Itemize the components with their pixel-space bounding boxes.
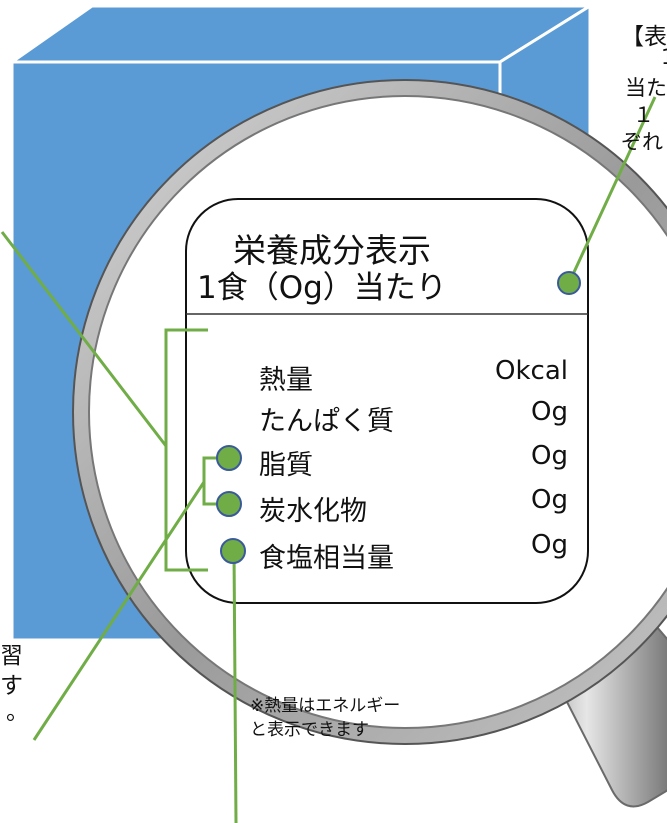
panel-title: 栄養成分表示 bbox=[233, 231, 431, 270]
nutrient-name-lipid: 脂質 bbox=[259, 450, 313, 481]
energy-footnote-line2: と表示できます bbox=[250, 720, 369, 740]
dot-salt bbox=[220, 538, 246, 564]
cropped-label-left-3: 。 bbox=[6, 699, 29, 725]
nutrient-amount-salt: Og bbox=[531, 530, 568, 560]
cropped-label-top-right-2: 1 bbox=[661, 45, 667, 69]
nutrient-amount-energy: Okcal bbox=[495, 356, 568, 386]
cropped-label-left-1: 習 bbox=[0, 643, 23, 669]
nutrient-bracket bbox=[164, 328, 208, 572]
sub-bracket bbox=[202, 456, 226, 506]
leader-line-subgroup bbox=[32, 481, 206, 741]
leader-line-header bbox=[567, 96, 657, 284]
leader-line-salt bbox=[232, 550, 238, 823]
dot-lipid bbox=[216, 445, 242, 471]
nutrient-name-salt: 食塩相当量 bbox=[259, 543, 394, 574]
dot-carb bbox=[216, 491, 242, 517]
cropped-label-left-2: す bbox=[0, 673, 23, 699]
leader-line-left bbox=[0, 231, 168, 447]
nutrient-name-protein: たんぱく質 bbox=[259, 406, 394, 437]
nutrition-panel-border bbox=[185, 198, 589, 604]
cropped-label-top-right-4: １ bbox=[633, 103, 654, 127]
nutrient-name-energy: 熱量 bbox=[259, 365, 313, 396]
cropped-label-top-right-3: 当た bbox=[625, 76, 667, 100]
box-top-face bbox=[7, 4, 596, 64]
cropped-label-top-right-5: ぞれ bbox=[621, 130, 663, 154]
cropped-label-top-right-1: 【表 bbox=[621, 24, 667, 50]
nutrient-amount-protein: Og bbox=[531, 397, 568, 427]
panel-serving-size: 1食（Og）当たり bbox=[197, 270, 447, 306]
dot-header bbox=[557, 271, 581, 295]
nutrient-amount-carbohydrate: Og bbox=[531, 485, 568, 515]
energy-footnote-line1: ※熱量はエネルギー bbox=[250, 696, 401, 716]
nutrient-amount-lipid: Og bbox=[531, 441, 568, 471]
nutrient-name-carbohydrate: 炭水化物 bbox=[259, 496, 367, 527]
